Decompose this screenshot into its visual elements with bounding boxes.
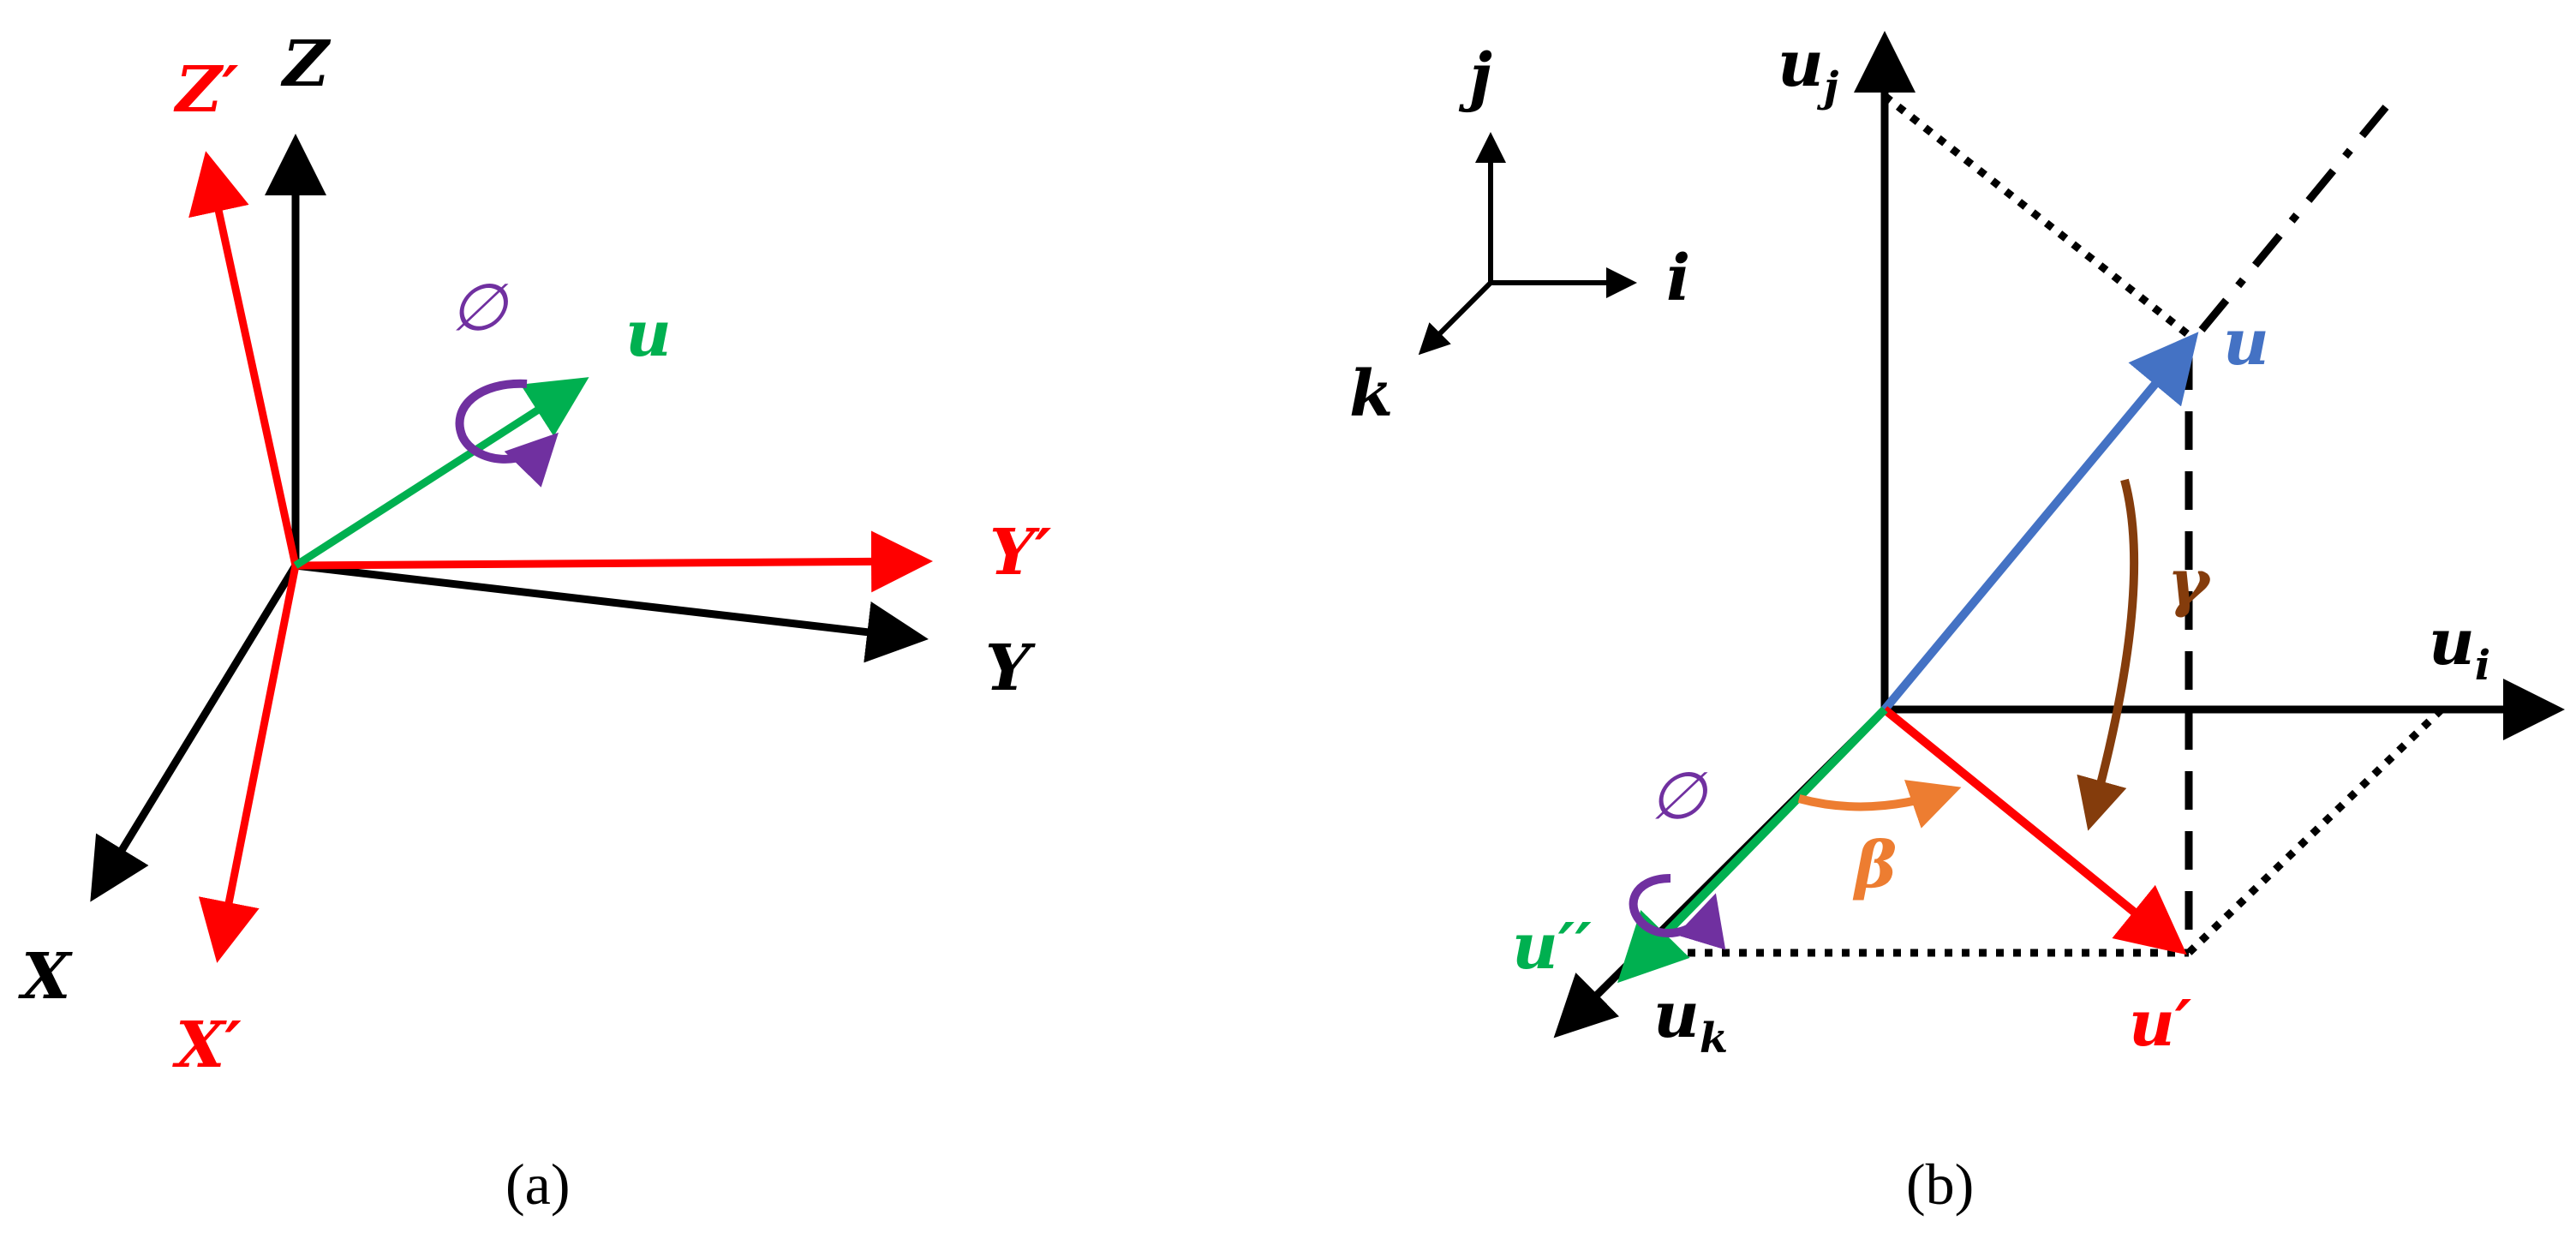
caption-a: (a) xyxy=(505,1152,570,1217)
z-prime-label: Z′ xyxy=(173,53,239,127)
u-prime-label: u′ xyxy=(2129,987,2192,1061)
phi-label-b: ∅ xyxy=(1649,757,1708,834)
panel-b: j i k uj ui uk u u′ u′′ γ β ∅ (b) xyxy=(1349,27,2565,1217)
caption-b: (b) xyxy=(1906,1152,1974,1217)
x-label: X xyxy=(18,940,73,1014)
x-prime-axis xyxy=(198,565,300,963)
u-vector xyxy=(293,377,589,569)
z-prime-axis xyxy=(188,151,300,566)
uj-label: uj xyxy=(1778,27,1838,111)
dash-dot-extension xyxy=(2198,105,2389,332)
u-vector-b xyxy=(1881,332,2199,713)
rotation-arrow-b xyxy=(1629,874,1726,950)
beta-arc xyxy=(1797,780,1962,829)
basis-k-label: k xyxy=(1349,357,1393,431)
x-prime-label: X′ xyxy=(172,1009,242,1082)
y-prime-axis xyxy=(295,530,933,593)
uk-label: uk xyxy=(1653,979,1728,1062)
basis-i-label: i xyxy=(1666,242,1690,315)
z-label: Z xyxy=(280,27,332,101)
gamma-label: γ xyxy=(2167,546,2212,620)
ui-label: ui xyxy=(2429,606,2490,690)
gamma-arc xyxy=(2077,478,2139,831)
basis-k-axis xyxy=(1418,280,1493,356)
beta-label: β xyxy=(1852,829,1897,902)
x-axis xyxy=(90,563,299,902)
u-double-prime-label: u′′ xyxy=(1512,910,1592,984)
u-label-b: u xyxy=(2223,306,2269,380)
basis-j-label: j xyxy=(1458,40,1492,114)
y-prime-label: Y′ xyxy=(989,516,1052,590)
panel-a: Z Z′ Y′ Y X X′ u ∅ (a) xyxy=(18,27,1052,1217)
dotted-line-ui-to-u-prime xyxy=(2185,706,2445,956)
phi-label-a: ∅ xyxy=(450,269,509,345)
u-prime-vector xyxy=(1881,706,2187,955)
rotation-arrow-a xyxy=(455,379,559,488)
y-axis xyxy=(295,561,929,663)
dotted-line-uj-to-u xyxy=(1882,93,2196,342)
u-label-a: u xyxy=(625,297,672,371)
y-label: Y xyxy=(985,631,1036,705)
